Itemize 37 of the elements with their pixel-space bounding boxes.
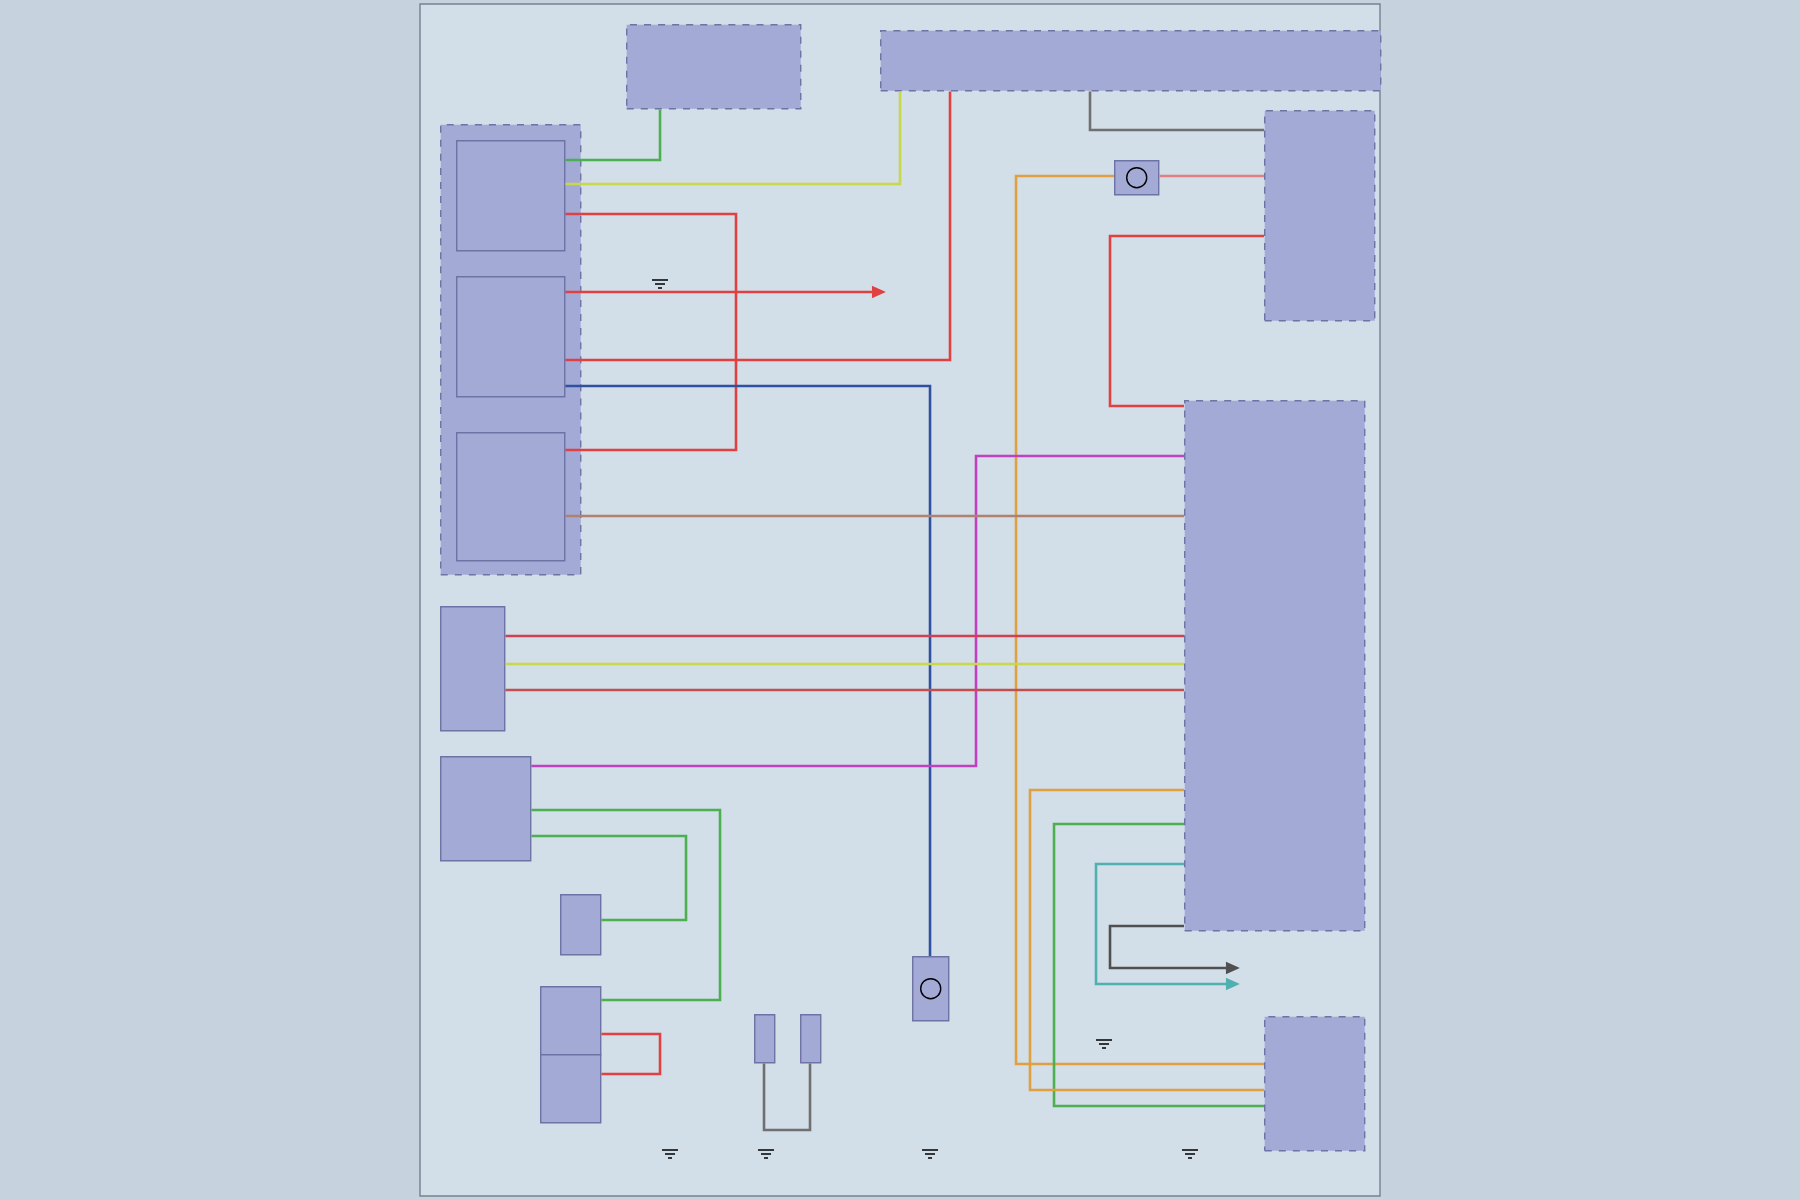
component-box xyxy=(560,894,602,956)
wire xyxy=(1052,822,1264,1108)
wire xyxy=(762,1063,812,1132)
wire xyxy=(601,1032,662,1076)
wire xyxy=(505,688,1184,692)
wire xyxy=(531,454,1184,768)
relay-box xyxy=(456,276,566,398)
wire xyxy=(505,662,1184,666)
component-box xyxy=(626,24,802,110)
wire xyxy=(1159,174,1264,178)
wire xyxy=(1088,91,1264,132)
wire xyxy=(565,514,1184,518)
component-box xyxy=(440,756,532,862)
wire xyxy=(565,212,738,452)
component-box xyxy=(912,956,950,1022)
component-box xyxy=(880,30,1382,92)
wire xyxy=(531,808,722,1002)
relay-box xyxy=(456,432,566,562)
wire xyxy=(531,834,688,922)
component-box xyxy=(1184,400,1366,932)
relay-box xyxy=(456,140,566,252)
component-box xyxy=(1264,110,1376,322)
wire xyxy=(565,109,662,162)
component-box xyxy=(800,1013,822,1064)
component-box xyxy=(1114,160,1160,196)
component-box xyxy=(540,1054,602,1124)
component-box xyxy=(754,1013,776,1064)
component-box xyxy=(540,986,602,1056)
wire xyxy=(1108,234,1264,408)
wire xyxy=(1014,174,1264,1066)
wire xyxy=(1028,788,1264,1092)
wire xyxy=(505,634,1184,638)
component-box xyxy=(1264,1016,1366,1152)
wire xyxy=(565,384,932,956)
component-box xyxy=(440,606,506,732)
wire xyxy=(565,91,902,186)
wire xyxy=(565,91,952,362)
